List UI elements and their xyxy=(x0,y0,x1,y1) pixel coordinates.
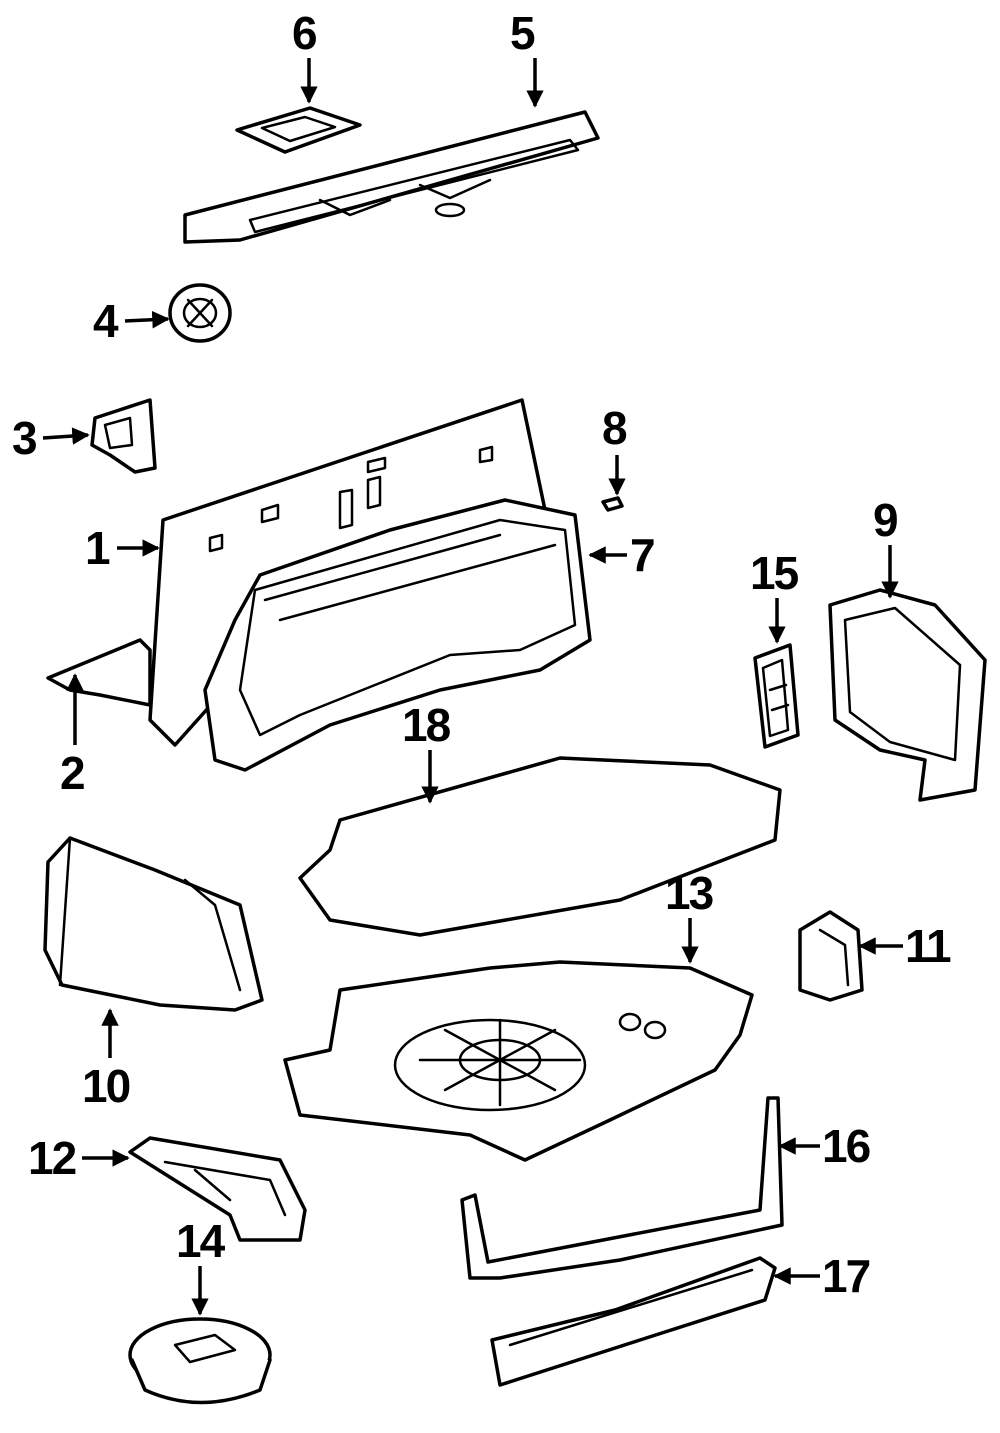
callout-4: 4 xyxy=(93,295,119,347)
trunk-mat-part xyxy=(298,756,782,937)
callout-16: 16 xyxy=(822,1120,871,1172)
grommet-part xyxy=(168,283,232,343)
callout-6: 6 xyxy=(292,7,318,59)
callout-2: 2 xyxy=(60,747,86,799)
callout-18: 18 xyxy=(402,699,451,751)
callout-3: 3 xyxy=(12,412,38,464)
callout-5: 5 xyxy=(510,7,536,59)
callout-17: 17 xyxy=(822,1250,871,1302)
callout-1: 1 xyxy=(85,522,111,574)
pocket-part xyxy=(798,910,864,1002)
callout-11: 11 xyxy=(905,920,952,972)
side-box-part xyxy=(43,836,264,1012)
bar-part xyxy=(460,1096,784,1280)
bracket-part xyxy=(90,398,157,474)
callout-8: 8 xyxy=(602,402,628,454)
callout-9: 9 xyxy=(873,494,899,546)
package-tray-part xyxy=(183,110,600,244)
side-trim-part xyxy=(828,588,987,802)
tool-tray-part xyxy=(128,1317,272,1405)
callout-15: 15 xyxy=(750,547,799,599)
jack-holder-part xyxy=(128,1136,307,1242)
side-cover-part xyxy=(753,643,800,749)
callout-14: 14 xyxy=(176,1215,225,1267)
callout-13: 13 xyxy=(665,867,714,919)
trunk-trim-part xyxy=(203,498,592,772)
cover-plate-part xyxy=(235,106,362,154)
callout-12: 12 xyxy=(28,1132,77,1184)
leader-lines xyxy=(42,58,903,1316)
sill-part xyxy=(490,1256,777,1387)
callout-7: 7 xyxy=(630,529,656,581)
callout-10: 10 xyxy=(82,1060,131,1112)
clip-part xyxy=(601,496,624,512)
floor-bracket-part xyxy=(46,638,152,707)
spare-tire-well-part xyxy=(283,960,754,1162)
